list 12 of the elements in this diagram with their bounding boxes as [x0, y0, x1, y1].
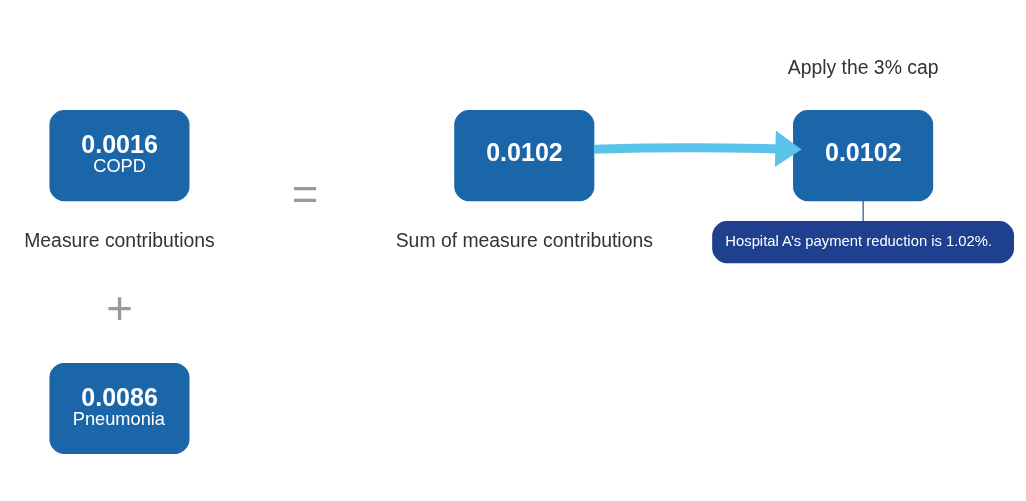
label: Apply the 3% cap	[787, 55, 938, 78]
connector	[862, 199, 864, 222]
node-box: 0.0102	[453, 109, 594, 201]
node-box: 0.0086 Pneumonia	[48, 362, 189, 454]
node-box: Hospital A’s payment reduction is 1.02%.	[711, 220, 1014, 263]
label: Measure contributions	[23, 228, 215, 251]
arrow	[593, 130, 801, 167]
label: Sum of measure contributions	[395, 228, 653, 251]
node-box: 0.0016 COPD	[48, 109, 189, 201]
label: +	[105, 282, 133, 334]
node-box: 0.0102	[792, 109, 933, 201]
label: =	[291, 168, 318, 220]
